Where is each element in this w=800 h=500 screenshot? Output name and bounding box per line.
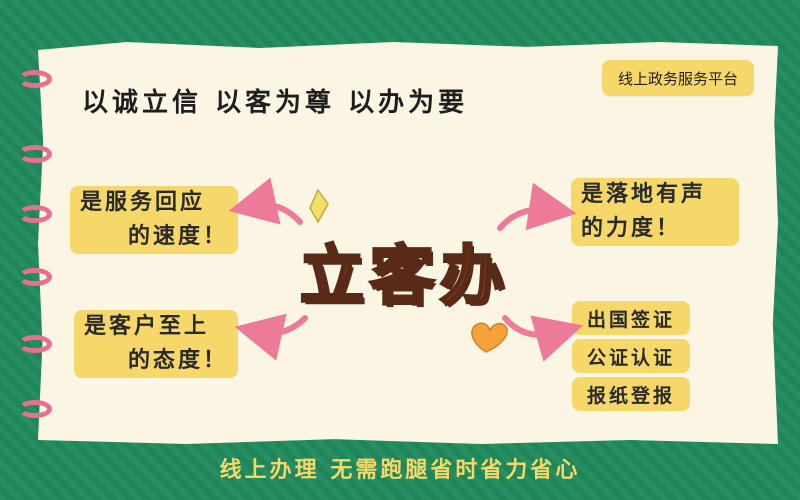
spiral-ring-icon [18,400,52,418]
bubble-line: 是客户至上 [84,314,210,339]
bubble-response-speed: 是服务回应 的速度！ [70,186,238,254]
sparkle-icon [309,188,329,224]
service-tag-visa: 出国签证 [572,301,690,335]
bubble-line: 的态度！ [127,348,228,373]
bubble-delivery-strength: 是落地有声 的力度！ [571,178,739,246]
bubble-line: 是落地有声 [581,182,707,207]
arrow-icon [228,177,303,225]
arrow-icon [497,182,577,231]
heart-icon [471,322,508,353]
bubble-line: 是服务回应 [80,190,206,215]
center-title: 立客办 [299,239,510,316]
spiral-ring-icon [18,205,52,223]
spiral-ring-icon [18,268,52,286]
arrow-icon [234,313,308,361]
platform-tag: 线上政务服务平台 [602,60,754,96]
bubble-line: 的力度！ [581,216,682,241]
service-tag-newspaper: 报纸登报 [572,377,690,411]
footer-slogan: 线上办理 无需跑腿省时省力省心 [219,458,581,483]
bubble-line: 的速度！ [127,224,228,249]
service-tag-notary: 公证认证 [572,339,690,373]
headline: 以诚立信 以客为尊 以办为要 [82,88,469,118]
arrow-icon [502,315,584,362]
spiral-ring-icon [18,335,52,353]
spiral-ring-icon [18,145,52,163]
spiral-ring-icon [18,70,52,88]
bubble-customer-attitude: 是客户至上 的态度！ [74,310,238,378]
